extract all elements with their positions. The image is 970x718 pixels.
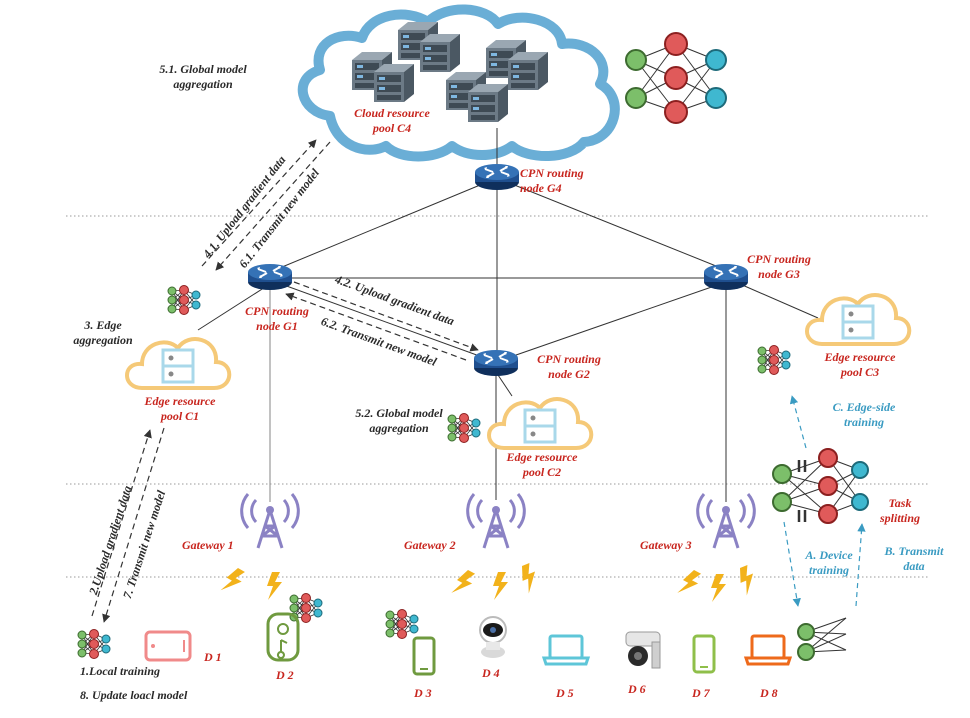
edge-pool-c3-label: Edge resource pool C3 xyxy=(824,350,896,379)
task-splitting-label: Task splitting xyxy=(879,496,920,525)
device-d5-label: D 5 xyxy=(556,686,574,700)
edge-aggregation-label: 3. Edge aggregation xyxy=(73,318,133,347)
local-training-label: 1.Local training xyxy=(80,664,161,678)
transmit-data-label: B. Transmit data xyxy=(884,544,944,573)
edge-pool-c1-label: Edge resource pool C1 xyxy=(144,394,216,423)
device-d1-label: D 1 xyxy=(204,650,222,664)
device-d7-label: D 7 xyxy=(692,686,710,700)
router-g2-label: CPN routing node G2 xyxy=(537,352,601,381)
device-training-label: A. Device training xyxy=(805,548,853,577)
cloud-pool-label: Cloud resource pool C4 xyxy=(354,106,430,135)
edge-side-training-label: C. Edge-side training xyxy=(832,400,896,429)
device-d6-label: D 6 xyxy=(628,682,646,696)
router-g3-label: CPN routing node G3 xyxy=(747,252,811,281)
device-d3-label: D 3 xyxy=(414,686,432,700)
edge-pool-c2-label: Edge resource pool C2 xyxy=(506,450,578,479)
update-local-model-label: 8. Update loacl model xyxy=(80,688,188,702)
gateway-2-label: Gateway 2 xyxy=(404,538,456,552)
router-g4-label: CPN routing node G4 xyxy=(520,166,584,195)
gateway-1-label: Gateway 1 xyxy=(182,538,234,552)
cloud-aggregation-label: 5.1. Global model aggregation xyxy=(159,62,247,91)
device-d2-label: D 2 xyxy=(276,668,294,682)
device-d4-label: D 4 xyxy=(482,666,500,680)
device-d8-label: D 8 xyxy=(760,686,778,700)
router-g1-label: CPN routing node G1 xyxy=(245,304,309,333)
global-aggregation-g2-label: 5.2. Global model aggregation xyxy=(355,406,443,435)
gateway-3-label: Gateway 3 xyxy=(640,538,692,552)
